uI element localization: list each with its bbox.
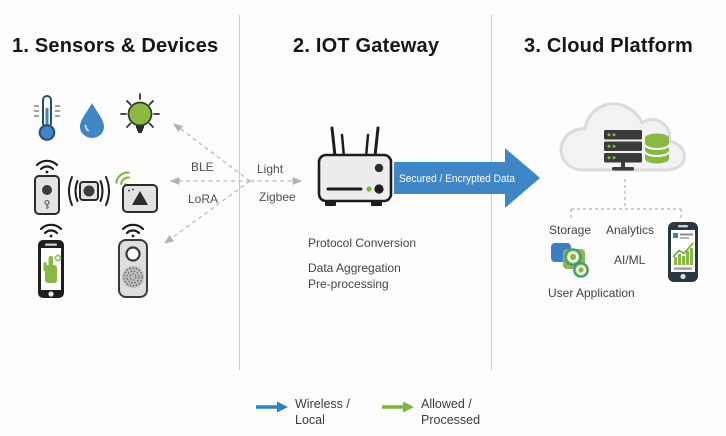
water-drop-icon bbox=[80, 103, 104, 138]
legend-label-wireless-line2: Local bbox=[295, 413, 325, 427]
section-title-sensors: 1. Sensors & Devices bbox=[12, 35, 219, 57]
protocol-label-zigbee: Zigbee bbox=[259, 190, 296, 204]
light-bulb-icon bbox=[120, 93, 160, 133]
door-sensor-icon bbox=[34, 159, 60, 215]
gateway-note-protocol-conversion: Protocol Conversion bbox=[308, 236, 417, 250]
legend-label-wireless-line1: Wireless / bbox=[295, 397, 350, 411]
legend-arrow-wireless-icon bbox=[256, 401, 288, 413]
section-title-cloud: 3. Cloud Platform bbox=[524, 35, 693, 57]
database-icon bbox=[644, 133, 670, 164]
cloud-icon bbox=[559, 102, 686, 172]
server-rack-icon bbox=[604, 130, 642, 171]
legend-label-allowed-line2: Processed bbox=[421, 413, 481, 427]
legend-label-allowed-line1: Allowed / bbox=[421, 397, 472, 411]
gateway-note-preprocessing: Pre-processing bbox=[308, 277, 389, 291]
label-user-application: User Application bbox=[548, 286, 635, 300]
mobile-analytics-icon bbox=[668, 222, 698, 282]
label-ai-ml: AI/ML bbox=[614, 253, 646, 267]
cloud-branch-connector bbox=[570, 179, 682, 218]
dashed-arrow-to-bulb bbox=[172, 123, 251, 182]
thermometer-icon bbox=[34, 95, 60, 141]
protocol-label-light: Light bbox=[257, 162, 284, 176]
divider-sensors-gateway bbox=[239, 15, 240, 370]
secured-data-arrow-label: Secured / Encrypted Data bbox=[399, 173, 515, 185]
dashed-arrow-to-speaker bbox=[163, 180, 251, 244]
section-title-gateway: 2. IOT Gateway bbox=[293, 35, 440, 57]
smartphone-icon bbox=[38, 223, 64, 298]
gateway-note-data-aggregation: Data Aggregation bbox=[308, 261, 401, 275]
router-icon bbox=[317, 126, 393, 206]
legend-arrow-allowed-icon bbox=[382, 401, 414, 413]
secured-data-arrow: Secured / Encrypted Data bbox=[394, 148, 540, 208]
app-storage-icon bbox=[551, 243, 589, 278]
label-analytics: Analytics bbox=[606, 223, 655, 237]
legend-label-wireless: Wireless / Local bbox=[295, 396, 350, 428]
label-storage: Storage bbox=[549, 223, 592, 237]
protocol-label-lora: LoRA bbox=[188, 192, 219, 206]
alarm-sensor-icon bbox=[115, 171, 158, 213]
motion-sensor-icon bbox=[68, 176, 110, 206]
legend-label-allowed: Allowed / Processed bbox=[421, 396, 480, 428]
protocol-label-ble: BLE bbox=[191, 160, 214, 174]
smart-speaker-icon bbox=[118, 223, 148, 298]
